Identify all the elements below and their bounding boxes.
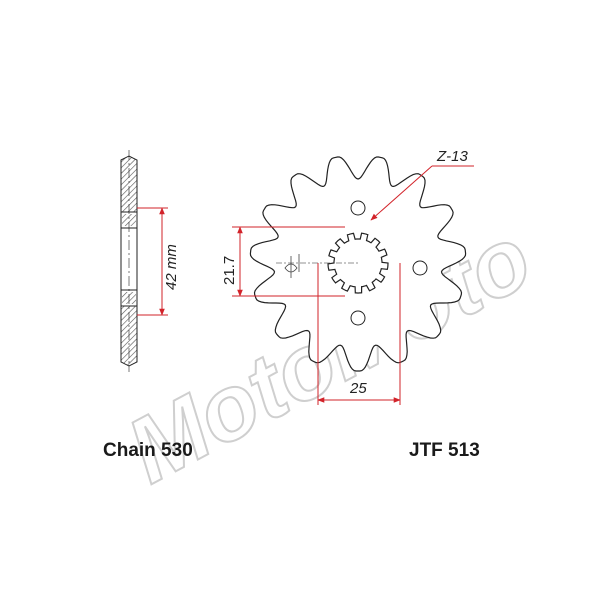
chain-size-label: Chain 530 xyxy=(103,440,193,461)
side-profile-bore-top xyxy=(122,214,136,226)
sprocket-side-view xyxy=(120,150,138,372)
width-dimension: 25 xyxy=(317,263,401,405)
mounting-hole-top xyxy=(350,200,366,216)
height-label: 21.7 xyxy=(221,256,238,285)
thickness-label: 42 mm xyxy=(163,244,180,290)
width-label: 25 xyxy=(349,380,367,397)
logo-mark xyxy=(284,254,300,278)
part-number-label: JTF 513 xyxy=(409,440,480,461)
height-dimension: 21.7 xyxy=(221,226,345,297)
mounting-hole-right xyxy=(412,260,428,276)
sprocket-front-view xyxy=(249,156,467,372)
mounting-hole-bottom xyxy=(350,310,366,326)
teeth-label: Z-13 xyxy=(436,148,469,165)
teeth-callout: Z-13 xyxy=(370,148,474,221)
side-profile-top xyxy=(120,155,138,213)
thickness-dimension: 42 mm xyxy=(137,207,180,316)
